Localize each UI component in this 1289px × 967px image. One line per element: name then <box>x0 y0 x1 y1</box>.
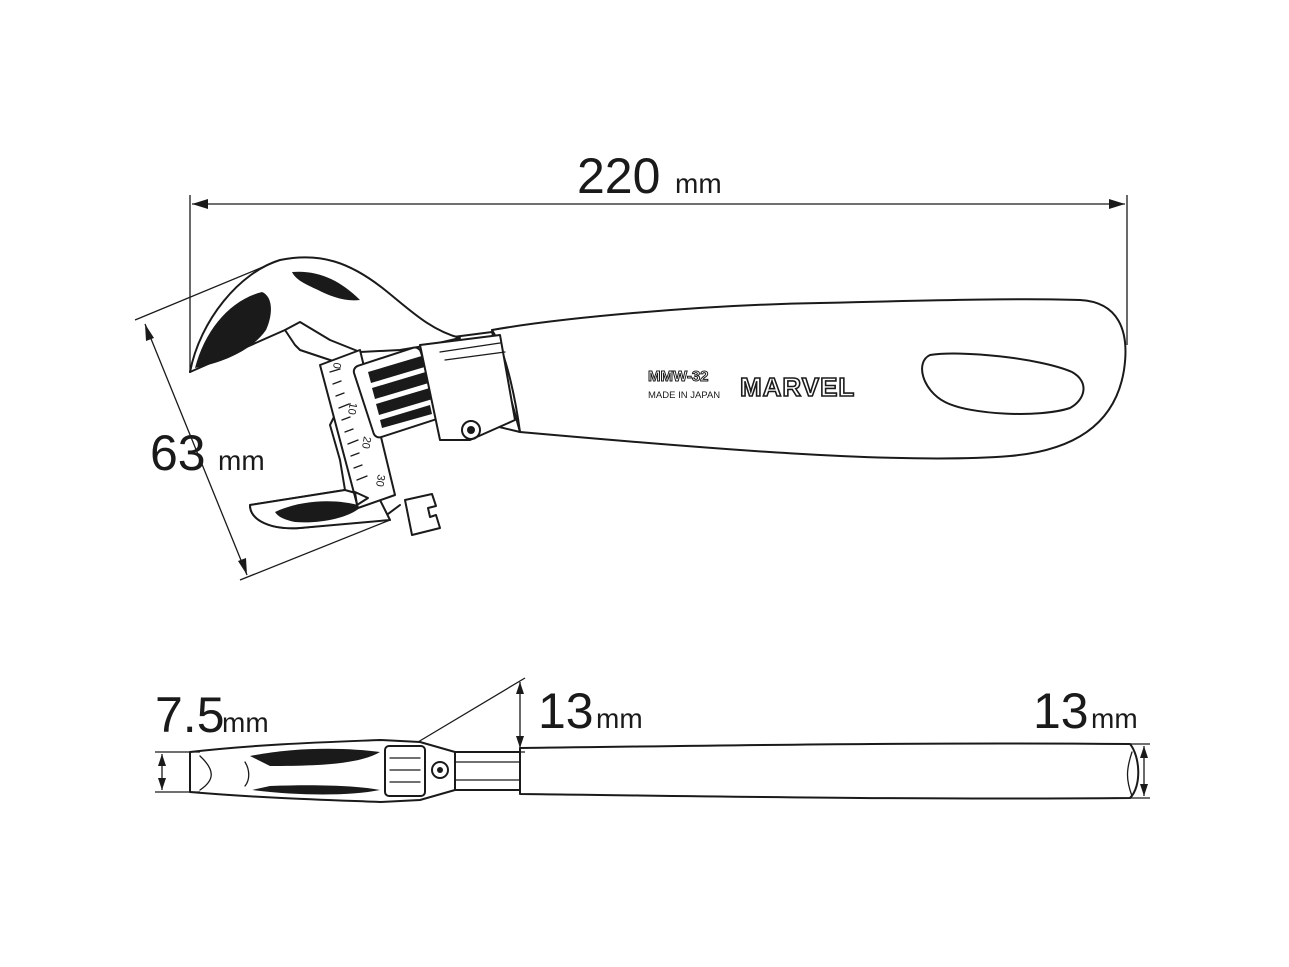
handle-outline <box>491 298 1127 460</box>
length-dimension: 220 mm <box>189 148 1128 372</box>
head-thickness-unit: mm <box>596 703 643 734</box>
head-width-dimension: 63 mm <box>134 259 391 581</box>
scale-mark-0: 0 <box>330 361 343 369</box>
length-unit: mm <box>675 168 722 199</box>
jaw-thickness-dimension: 7.5 mm <box>155 687 269 793</box>
upper-jaw-top-recess <box>292 271 360 301</box>
brand-logo-text: MARVEL <box>740 372 855 402</box>
handle-thickness-unit: mm <box>1091 703 1138 734</box>
handle-thickness-value: 13 <box>1033 683 1089 739</box>
scale-mark-20: 20 <box>359 435 373 449</box>
scale-plate <box>319 349 396 509</box>
side-jaw-recess-bottom <box>252 785 380 795</box>
scale-arrow <box>354 491 369 506</box>
side-neck <box>454 751 521 791</box>
jaw-thickness-unit: mm <box>222 707 269 738</box>
side-jaw-recess-top <box>250 748 380 766</box>
head-thickness-dimension: 13 mm <box>417 677 643 753</box>
head-width-value: 63 <box>150 425 206 481</box>
wrench-top-view: MMW-32 MADE IN JAPAN MARVEL 0 10 20 30 <box>189 256 1127 536</box>
scale-mark-30: 30 <box>373 473 387 487</box>
head-width-unit: mm <box>218 445 265 476</box>
scale-ticks <box>329 368 368 481</box>
upper-jaw-recess <box>195 292 271 368</box>
axle-housing <box>419 334 516 441</box>
pivot-pin <box>461 420 481 440</box>
hang-hole <box>921 352 1085 415</box>
handle-thickness-dimension: 13 mm <box>1033 683 1150 799</box>
length-value: 220 <box>577 148 660 204</box>
side-handle <box>519 742 1140 800</box>
model-label: MMW-32 <box>648 368 709 385</box>
rack-teeth <box>404 493 441 536</box>
worm-gear <box>352 346 442 439</box>
scale-mark-10: 10 <box>345 401 359 415</box>
lower-jaw-recess <box>275 501 362 523</box>
jaw-thickness-value: 7.5 <box>155 687 225 743</box>
head-thickness-value: 13 <box>538 683 594 739</box>
origin-label: MADE IN JAPAN <box>648 390 720 401</box>
wrench-side-view <box>189 739 1140 803</box>
